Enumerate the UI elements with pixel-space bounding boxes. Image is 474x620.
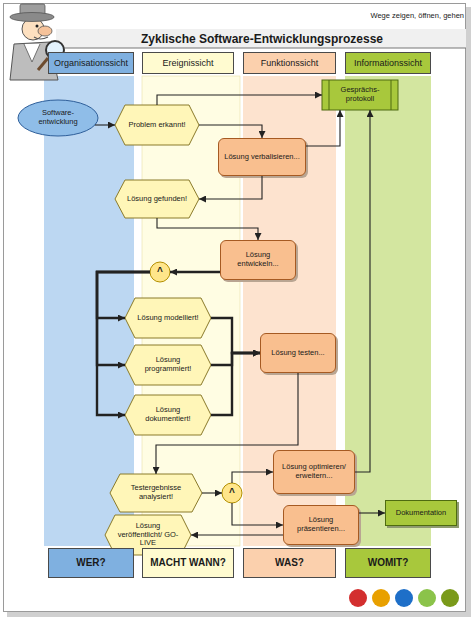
node-text: Lösung veröffentlicht/ GO-LIVE <box>116 522 180 548</box>
slogan-label: Wege zeigen, öffnen, gehen <box>370 11 464 20</box>
node-text: Informationssicht <box>354 58 422 68</box>
node-text: Lösung präsentieren... <box>288 516 354 533</box>
column-footer: WOMIT? <box>345 548 431 578</box>
event-hexagon: Problem erkannt! <box>115 105 199 145</box>
flow-connector <box>211 318 260 353</box>
event-hexagon: Lösung dokumentiert! <box>125 395 211 435</box>
column-header: Ereignissicht <box>142 52 234 74</box>
and-connector: ^ <box>222 483 242 503</box>
column-footer: WAS? <box>243 548 336 578</box>
node-text: Funktionssicht <box>261 58 319 68</box>
flow-connector <box>97 272 150 415</box>
column-band <box>345 76 431 546</box>
node-text: Software- entwicklung <box>26 109 90 126</box>
event-hexagon: Lösung modelliert! <box>125 298 211 338</box>
node-text: Organisationssicht <box>54 58 128 68</box>
frame <box>4 4 466 612</box>
process-box: Lösung optimieren/ erweitern... <box>273 450 355 494</box>
title-bar <box>56 29 466 48</box>
start-ellipse: Software- entwicklung <box>18 100 98 136</box>
flow-connector <box>199 176 262 199</box>
node-text: WOMIT? <box>368 557 409 569</box>
flow-connector <box>170 271 220 273</box>
diagram-title: Zyklische Software-Entwicklungsprozesse <box>58 30 466 48</box>
flow-connector <box>211 353 260 415</box>
flow-connector <box>355 110 370 472</box>
node-text: Lösung optimieren/ erweitern... <box>278 463 350 480</box>
node-text: Lösung dokumentiert! <box>136 406 200 423</box>
flow-connector <box>202 492 222 493</box>
node-text: Lösung programmiert! <box>136 356 200 373</box>
column-footer: MACHT WANN? <box>142 548 234 578</box>
node-text: Lösung modelliert! <box>137 314 198 323</box>
flow-connector <box>211 353 260 365</box>
process-box: Lösung entwickeln... <box>220 240 296 280</box>
node-text: ^ <box>157 266 163 278</box>
event-hexagon: Testergebnisse analysiert! <box>110 474 202 512</box>
event-hexagon: Lösung programmiert! <box>125 345 211 385</box>
information-box: Dokumentation <box>385 500 457 526</box>
node-text: Testergebnisse analysiert! <box>121 484 191 501</box>
event-hexagon: Lösung gefunden! <box>115 180 199 218</box>
node-text: MACHT WANN? <box>150 557 226 569</box>
column-header: Funktionssicht <box>243 52 336 74</box>
flow-connector <box>232 472 273 483</box>
node-text: WER? <box>76 557 105 569</box>
node-text: ^ <box>229 487 235 499</box>
node-text: Dokumentation <box>396 509 446 518</box>
node-text: Problem erkannt! <box>128 121 185 130</box>
process-box: Lösung testen... <box>260 333 336 373</box>
brand-dots <box>349 589 459 607</box>
flow-connector <box>306 110 340 146</box>
flow-connector <box>232 503 283 525</box>
and-connector: ^ <box>150 262 170 282</box>
node-text: Lösung testen... <box>271 349 324 358</box>
title-rule <box>56 48 466 49</box>
document-box: Gesprächs- protokoll <box>322 80 398 110</box>
process-box: Lösung präsentieren... <box>283 505 359 545</box>
flow-connector <box>359 512 385 513</box>
frame-shadow <box>7 7 471 617</box>
flow-connector <box>191 534 283 535</box>
flow-connector <box>157 218 258 240</box>
process-box: Lösung verbalisieren... <box>218 138 306 176</box>
node-text: Gesprächs- protokoll <box>332 86 388 103</box>
column-header: Organisationssicht <box>48 52 134 74</box>
flow-connector <box>157 95 322 105</box>
node-text: Lösung entwickeln... <box>225 251 291 268</box>
node-text: Ereignissicht <box>162 58 213 68</box>
node-text: Lösung verbalisieren... <box>224 153 299 162</box>
column-header: Informationssicht <box>345 52 431 74</box>
flow-connector <box>199 125 262 138</box>
node-text: Lösung gefunden! <box>127 195 187 204</box>
flow-connector <box>95 124 115 125</box>
column-footer: WER? <box>48 548 134 578</box>
node-text: WAS? <box>275 557 304 569</box>
